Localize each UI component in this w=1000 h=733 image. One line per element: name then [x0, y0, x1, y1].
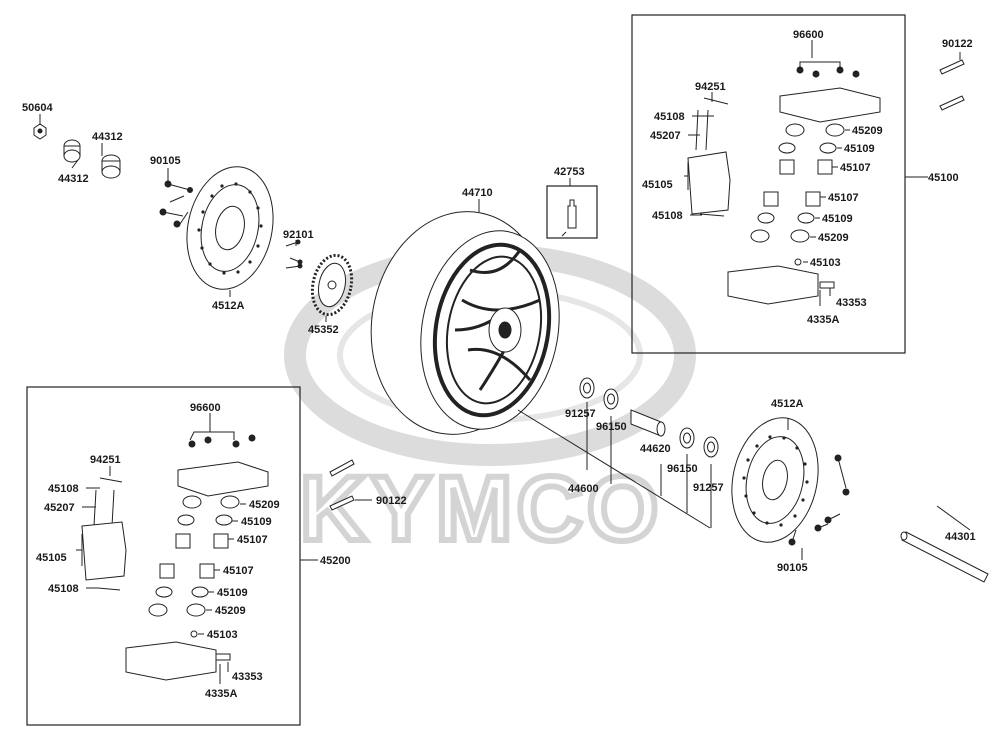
label-front-94251: 94251: [695, 81, 726, 93]
part-96150-bearing-left: [603, 388, 619, 410]
label-front-4335A: 4335A: [807, 314, 839, 326]
label-4512A-right: 4512A: [771, 398, 803, 410]
label-rear-96600: 96600: [190, 402, 221, 414]
label-rear-45108-upper: 45108: [48, 483, 79, 495]
part-90105-bolts-right: [788, 454, 850, 546]
part-44620-spacer: [630, 409, 666, 437]
label-front-45209-upper: 45209: [852, 125, 883, 137]
part-91257-seal-left: [579, 377, 595, 399]
watermark-text: KYMCO: [300, 458, 662, 560]
part-44312-upper: [63, 139, 81, 163]
brake-disc-left: [186, 166, 274, 290]
label-rear-45107-upper: 45107: [237, 534, 268, 546]
label-front-96600: 96600: [793, 29, 824, 41]
label-front-45107-upper: 45107: [840, 162, 871, 174]
label-92101: 92101: [283, 229, 314, 241]
part-90105-bolts-left: [159, 180, 193, 228]
label-rear-45103: 45103: [207, 629, 238, 641]
label-45352: 45352: [308, 324, 339, 336]
label-front-45109-upper: 45109: [844, 143, 875, 155]
label-rear-94251: 94251: [90, 454, 121, 466]
label-rear-45209-lower: 45209: [215, 605, 246, 617]
part-labels: 50604 44312 44312 90105 4512A 92101 4535…: [22, 29, 976, 700]
label-91257-left: 91257: [565, 408, 596, 420]
front-caliper-assembly-box: [631, 14, 906, 354]
label-rear-45207: 45207: [44, 502, 75, 514]
label-50604: 50604: [22, 102, 53, 114]
label-44312-upper: 44312: [92, 131, 123, 143]
part-91257-seal-right: [703, 436, 719, 458]
label-rear-45107-lower: 45107: [223, 565, 254, 577]
part-92101-screws: [285, 239, 303, 269]
label-91257-right: 91257: [693, 482, 724, 494]
label-front-45109-lower: 45109: [822, 213, 853, 225]
label-90105-left: 90105: [150, 155, 181, 167]
label-44312-lower: 44312: [58, 173, 89, 185]
label-4512A-left: 4512A: [212, 300, 244, 312]
label-front-45103: 45103: [810, 257, 841, 269]
label-front-45107-lower: 45107: [828, 192, 859, 204]
label-front-45108-lower: 45108: [652, 210, 683, 222]
front-caliper-parts: [687, 61, 881, 305]
label-44710: 44710: [462, 187, 493, 199]
label-44620: 44620: [640, 443, 671, 455]
label-front-43353: 43353: [836, 297, 867, 309]
axle-leader-lines: [517, 402, 712, 529]
label-front-assembly-45100: 45100: [928, 172, 959, 184]
label-44301: 44301: [945, 531, 976, 543]
label-44600: 44600: [568, 483, 599, 495]
label-90105-right: 90105: [777, 562, 808, 574]
label-front-45209-lower: 45209: [818, 232, 849, 244]
label-42753: 42753: [554, 166, 585, 178]
rear-caliper-assembly-box: [26, 386, 301, 726]
part-44301-axle: [900, 531, 989, 583]
label-rear-45105: 45105: [36, 552, 67, 564]
part-96150-bearing-right: [679, 427, 695, 449]
label-rear-assembly-45200: 45200: [320, 555, 351, 567]
label-rear-4335A: 4335A: [205, 688, 237, 700]
label-rear-43353: 43353: [232, 671, 263, 683]
label-96150-left: 96150: [596, 421, 627, 433]
label-rear-45209-upper: 45209: [249, 499, 280, 511]
part-42753-valve: [546, 185, 598, 239]
part-90122-pins-right: [939, 59, 965, 111]
part-44312-lower: [101, 154, 121, 179]
wheel-tire: [370, 211, 560, 435]
part-50604: [33, 123, 47, 140]
leader-lines: [39, 40, 971, 684]
label-rear-45109-upper: 45109: [241, 516, 272, 528]
label-96150-right: 96150: [667, 463, 698, 475]
label-front-45105: 45105: [642, 179, 673, 191]
label-front-45108-upper: 45108: [654, 111, 685, 123]
brake-disc-right: [731, 417, 819, 543]
part-45352-tone-ring: [310, 253, 354, 317]
label-rear-45108-lower: 45108: [48, 583, 79, 595]
part-90122-pins-left: [329, 459, 355, 511]
label-90122-left: 90122: [376, 495, 407, 507]
label-90122-right: 90122: [942, 38, 973, 50]
rear-caliper-parts: [81, 431, 269, 681]
label-front-45207: 45207: [650, 130, 681, 142]
label-rear-45109-lower: 45109: [217, 587, 248, 599]
